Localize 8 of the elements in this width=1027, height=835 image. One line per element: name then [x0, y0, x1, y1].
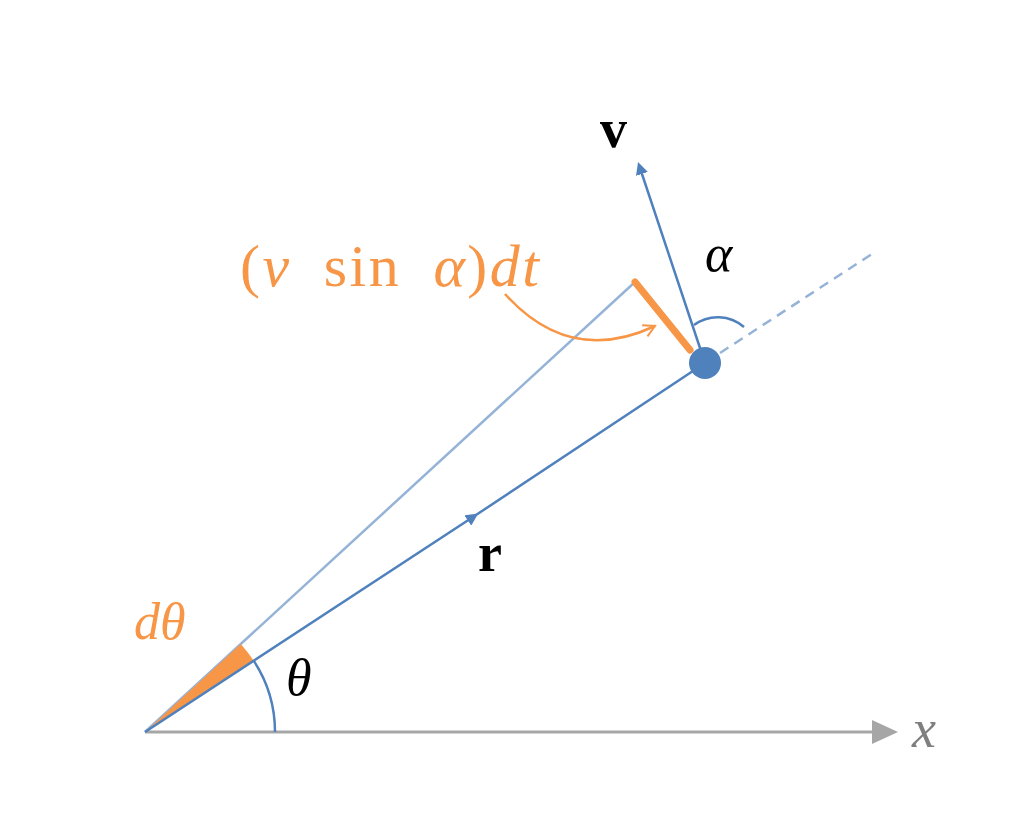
angle-label: α: [705, 228, 733, 280]
angle-label: dθ: [134, 596, 186, 648]
velocity-label: v: [600, 102, 627, 156]
curved-leader-arrow: [504, 293, 656, 342]
angle-label: θ: [286, 652, 312, 704]
axis-label: x: [912, 702, 936, 756]
vector-label: r: [478, 526, 502, 580]
displacement-segment: [631, 278, 694, 354]
